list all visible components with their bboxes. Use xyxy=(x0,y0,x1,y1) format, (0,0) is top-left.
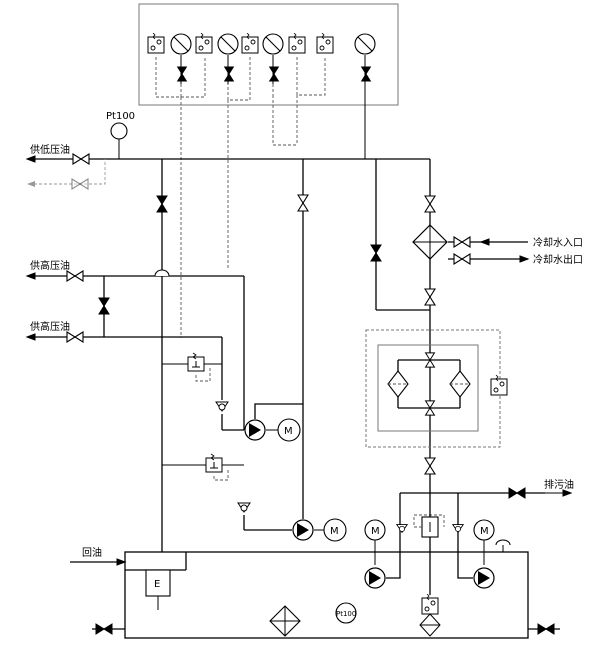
motor-label: M xyxy=(330,526,339,537)
spare-valve-icon xyxy=(71,178,89,190)
return-oil-label: 回油 xyxy=(82,546,102,559)
arrow-left-icon xyxy=(25,155,36,163)
oil-tank xyxy=(124,551,529,639)
differential-pressure-switch-icon xyxy=(490,375,508,396)
filter-outer-frame xyxy=(365,329,501,448)
signal-lead xyxy=(272,95,297,146)
pt100-label: Pt100 xyxy=(106,111,135,122)
drain-oil-label: 排污油 xyxy=(544,478,574,491)
water-inlet-valve-icon xyxy=(453,236,471,248)
filter-symbol-label: E xyxy=(154,579,160,590)
tank-drain-valve-icon xyxy=(537,623,555,635)
motor-icon xyxy=(323,518,347,542)
pressure-switch-icon xyxy=(288,33,306,54)
level-switch-icon xyxy=(421,594,439,615)
pressure-switch-icon xyxy=(195,33,213,54)
tank-pt100-label: Pt100 xyxy=(336,610,356,618)
arrow-right-icon xyxy=(519,255,530,263)
pressure-gauge-icon xyxy=(170,33,192,55)
spare-line xyxy=(29,159,106,185)
relief-valve-icon xyxy=(187,352,205,372)
gauge-valves xyxy=(177,55,371,84)
water-outlet-valve-icon xyxy=(453,253,471,265)
motor-label: M xyxy=(480,526,489,537)
oil-cooler-icon xyxy=(412,224,448,260)
pressure-switch-icon xyxy=(316,33,334,54)
pump-discharge-valve-icon xyxy=(297,194,309,212)
circulation-pump-icon xyxy=(364,567,386,589)
main-isolation-valve-icon xyxy=(156,195,168,213)
pump-icon xyxy=(244,419,266,441)
high-pressure-valve-icon xyxy=(66,331,84,343)
cooler-outlet-valve-icon xyxy=(424,288,436,306)
arrow-left-icon xyxy=(25,272,36,280)
pressure-gauge-icon xyxy=(217,33,239,55)
pressure-gauge-icon xyxy=(262,33,284,55)
tank-pt100-sensor-icon xyxy=(335,602,357,624)
high-pressure-oil-label-2: 供高压油 xyxy=(30,320,70,333)
arrow-right-icon xyxy=(116,558,127,566)
high-pressure-valve-icon xyxy=(66,270,84,282)
check-valve-icon xyxy=(452,524,464,533)
cooler-inlet-valve-icon xyxy=(424,195,436,213)
pressure-switch-icon xyxy=(147,33,165,54)
low-pressure-oil-label: 供低压油 xyxy=(30,143,70,156)
cooling-water-out-label: 冷却水出口 xyxy=(533,253,583,266)
low-pressure-valve-icon xyxy=(72,153,90,165)
return-filter-icon xyxy=(145,569,171,597)
check-valve-icon xyxy=(396,524,408,533)
breather-icon xyxy=(495,539,511,552)
high-pressure-oil-label-1: 供高压油 xyxy=(30,259,70,272)
check-valve-icon xyxy=(215,401,229,412)
motor-icon xyxy=(277,418,301,442)
gauge-isolation-valve-icon xyxy=(269,66,279,82)
cooling-water-in-label: 冷却水入口 xyxy=(533,236,583,249)
instrument-panel-frame xyxy=(138,3,399,106)
check-valve-icon xyxy=(237,502,251,513)
drain-valve-icon xyxy=(508,487,526,499)
bridge-valve-icon xyxy=(98,297,110,315)
arrow-left-icon xyxy=(27,181,35,187)
circulation-pump-icon xyxy=(473,567,495,589)
gauge-isolation-valve-icon xyxy=(361,66,371,82)
gauge-isolation-valve-icon xyxy=(224,66,234,82)
motor-label: M xyxy=(284,426,293,437)
filter-inner-frame xyxy=(377,344,479,432)
pressure-gauge-icon xyxy=(354,33,376,55)
pt100-sensor-icon xyxy=(110,122,128,140)
gauge-isolation-valve-icon xyxy=(177,66,187,82)
instrument-row xyxy=(147,33,376,55)
arrow-left-icon xyxy=(25,333,36,341)
pressure-switch-icon xyxy=(241,33,259,54)
tank-drain-valve-icon xyxy=(95,623,113,635)
cooler-bypass-valve-icon xyxy=(370,244,382,262)
filter-outlet-valve-icon xyxy=(424,457,436,475)
arrow-left-icon xyxy=(479,238,490,246)
panel-signal-lines xyxy=(155,57,326,101)
motor-label: M xyxy=(371,526,380,537)
pump-icon xyxy=(292,519,314,541)
relief-valve-icon xyxy=(205,453,223,473)
